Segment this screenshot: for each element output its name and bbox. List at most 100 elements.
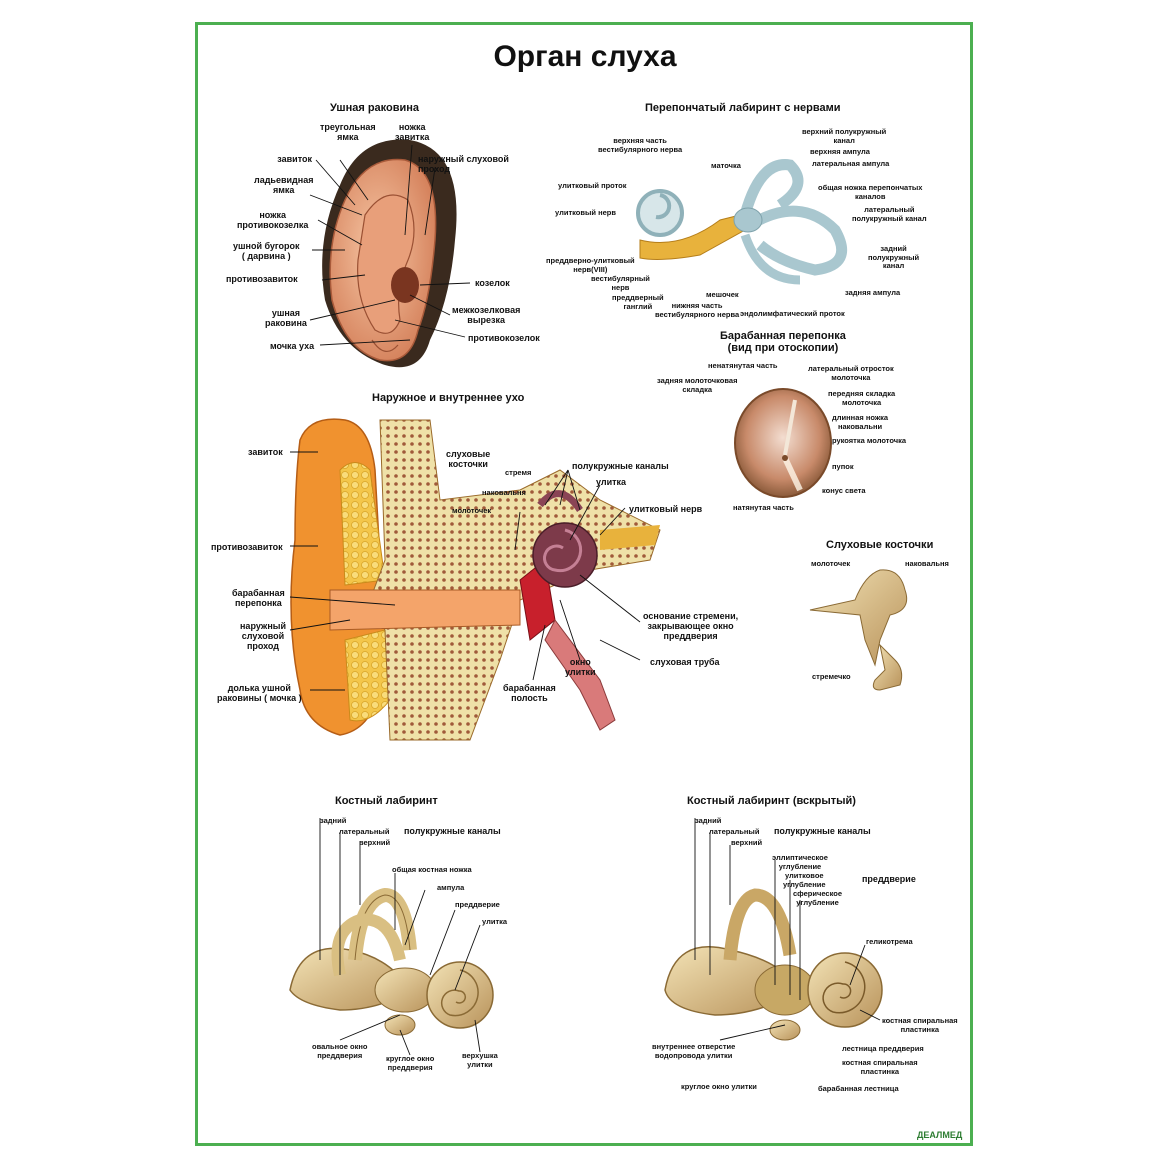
label-lat-canal: латеральный полукружный канал	[852, 205, 927, 223]
ossicles-illustration	[809, 569, 908, 691]
label-bo-vestibule: преддверие	[862, 874, 916, 884]
label-long-limb: длинная ножка наковальни	[832, 413, 889, 431]
label-bo-cochlear-rec: улитковое углубление	[783, 871, 826, 889]
label-b-vestibule: преддверие	[455, 900, 500, 909]
label-vest-nerve: вестибулярный нерв	[591, 274, 650, 292]
bony-labyrinth-illustration	[289, 887, 494, 1036]
label-post-canal: задний полукружный канал	[868, 244, 920, 270]
label-bo-canals: полукружные каналы	[774, 826, 871, 836]
label-oi-cavity: барабанная полость	[503, 683, 556, 703]
label-bo-superior: верхний	[731, 838, 763, 847]
label-oi-canals: полукружные каналы	[572, 461, 669, 471]
label-bo-spiral2: костная спиральная пластинка	[842, 1058, 918, 1076]
label-tragus: козелок	[475, 278, 510, 288]
label-post-fold: задняя молоточковая складка	[657, 376, 738, 394]
bony-labyrinth-open-illustration	[664, 888, 883, 1041]
label-oi-cochlea: улитка	[596, 477, 627, 487]
label-bo-round: круглое окно улитки	[681, 1082, 757, 1091]
label-auricle: ушная раковина	[265, 308, 307, 328]
label-endolymph: эндолимфатический проток	[740, 309, 845, 318]
label-oi-drum: барабанная перепонка	[232, 588, 285, 608]
label-os-malleus: молоточек	[811, 559, 851, 568]
label-lobule: мочка уха	[270, 341, 315, 351]
label-b-lateral: латеральный	[339, 827, 390, 836]
label-bo-spiral: костная спиральная пластинка	[882, 1016, 958, 1034]
label-tense: натянутая часть	[733, 503, 794, 512]
label-b-common: общая костная ножка	[392, 865, 472, 874]
label-oi-stapes: стремя	[505, 468, 532, 477]
label-oi-lobule: долька ушной раковины ( мочка )	[217, 683, 302, 703]
label-oi-tube: слуховая труба	[650, 657, 720, 667]
label-vest-lower: нижняя часть вестибулярного нерва	[655, 301, 740, 319]
label-oi-stapes-base: основание стремени, закрывающее окно пре…	[643, 611, 739, 641]
label-b-apex: верхушка улитки	[462, 1051, 498, 1069]
label-notch: межкозелковая вырезка	[452, 305, 521, 325]
leader-lines	[289, 144, 881, 1056]
outer-inner-title: Наружное и внутреннее ухо	[372, 392, 525, 404]
label-lat-ampulla: латеральная ампула	[812, 159, 890, 168]
label-post-ampulla: задняя ампула	[845, 288, 901, 297]
label-os-stapes: стремечко	[812, 672, 851, 681]
outer-inner-ear-illustration	[290, 418, 661, 741]
auricle-illustration	[322, 139, 457, 368]
label-b-round: круглое окно преддверия	[386, 1054, 435, 1072]
label-handle: рукоятка молоточка	[832, 436, 907, 445]
tympanic-membrane-illustration	[734, 388, 832, 498]
label-oi-window: окно улитки	[565, 657, 596, 677]
label-saccule: мешочек	[706, 290, 739, 299]
bony-open-title: Костный лабиринт (вскрытый)	[687, 795, 856, 807]
label-ext-canal: наружный слуховой проход	[418, 154, 509, 174]
label-b-canals: полукружные каналы	[404, 826, 501, 836]
label-lat-process: латеральный отросток молоточка	[808, 364, 894, 382]
label-oi-ossicles: слуховые косточки	[446, 449, 491, 469]
label-bo-scala-tymp: барабанная лестница	[818, 1084, 899, 1093]
label-bo-elliptic: эллиптическое углубление	[772, 853, 828, 871]
label-bo-scala-vest: лестница преддверия	[842, 1044, 924, 1053]
label-scapha: ладьевидная ямка	[254, 175, 314, 195]
ear-title: Ушная раковина	[330, 102, 420, 114]
label-oi-helix: завиток	[248, 447, 283, 457]
label-bo-spheric: сферическое углубление	[793, 889, 843, 907]
label-utricle: маточка	[711, 161, 741, 170]
label-bo-aqueduct: внутреннее отверстие водопровода улитки	[652, 1042, 736, 1060]
label-sup-canal: верхний полукружный канал	[802, 127, 887, 145]
label-oi-incus: наковальня	[482, 488, 526, 497]
label-antitragus: противокозелок	[468, 333, 540, 343]
tympanic-title: Барабанная перепонка (вид при отоскопии)	[720, 330, 846, 354]
label-os-incus: наковальня	[905, 559, 949, 568]
label-vest-upper: верхняя часть вестибулярного нерва	[598, 136, 683, 154]
label-umbo: пупок	[832, 462, 854, 471]
label-bo-helicotrema: геликотрема	[866, 937, 913, 946]
label-antihelix: противозавиток	[226, 274, 298, 284]
label-oi-canal: наружный слуховой проход	[240, 621, 286, 651]
label-triangular-fossa: треугольная ямка	[320, 122, 376, 142]
label-oi-cochlear-nerve: улитковый нерв	[629, 504, 703, 514]
label-ant-fold: передняя складка молоточка	[828, 389, 896, 407]
label-bo-posterior: задний	[695, 816, 722, 825]
membranous-labyrinth-illustration	[636, 159, 848, 285]
bony-title: Костный лабиринт	[335, 795, 438, 807]
label-b-ampulla: ампула	[437, 883, 465, 892]
brand-logo: ДЕАЛМЕД	[917, 1130, 963, 1140]
label-cochlear-duct: улитковый проток	[558, 181, 627, 190]
label-b-cochlea: улитка	[482, 917, 508, 926]
label-bo-lateral: латеральный	[709, 827, 760, 836]
label-darwin: ушной бугорок ( дарвина )	[233, 241, 300, 261]
label-vest-ganglion: преддверный ганглий	[612, 293, 664, 311]
label-oi-malleus: молоточек	[452, 506, 492, 515]
label-b-oval: овальное окно преддверия	[312, 1042, 368, 1060]
label-cone: конус света	[822, 486, 866, 495]
label-antitragus-crus: ножка противокозелка	[237, 210, 309, 230]
label-helix-crus: ножка завитка	[395, 122, 430, 142]
label-b-superior: верхний	[359, 838, 391, 847]
label-common-crus: общая ножка перепончатых каналов	[818, 183, 923, 201]
page-title: Орган слуха	[493, 40, 677, 73]
label-vc-nerve: преддверно-улитковый нерв(VIII)	[546, 256, 635, 274]
membranous-title: Перепончатый лабиринт с нервами	[645, 102, 841, 114]
label-helix: завиток	[277, 154, 312, 164]
label-sup-ampulla: верхняя ампула	[810, 147, 870, 156]
label-b-posterior: задний	[320, 816, 347, 825]
label-cochlear-nerve-m: улитковый нерв	[555, 208, 616, 217]
ossicles-title: Слуховые косточки	[826, 539, 934, 551]
